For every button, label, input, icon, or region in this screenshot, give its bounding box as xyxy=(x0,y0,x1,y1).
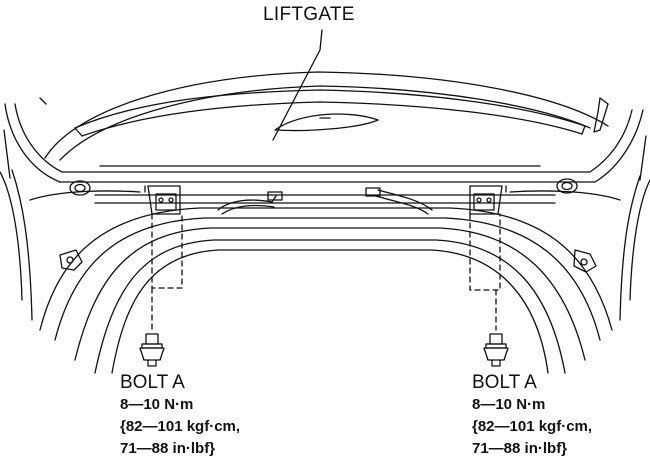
title-leader-line xyxy=(272,29,323,141)
wire-harnesses xyxy=(217,187,433,215)
bolt-name: BOLT A xyxy=(120,372,185,393)
bolt-a-right-icon xyxy=(483,333,509,367)
left-top-trim xyxy=(39,97,47,105)
bolt-projection-lines xyxy=(151,213,501,331)
side-pillars xyxy=(0,129,650,321)
left-hinge xyxy=(144,185,181,215)
bolt-a-right-callout: BOLT A 8—10 N·m {82—101 kgf·cm, 71—88 in… xyxy=(472,372,592,460)
torque-nm: 8—10 N·m xyxy=(472,396,546,413)
bolt-a-left-icon xyxy=(139,333,165,367)
corner-grommets xyxy=(69,178,578,196)
torque-inlbf: 71—88 in·lbf} xyxy=(472,440,568,457)
liftgate-glass xyxy=(44,71,609,161)
torque-inlbf: 71—88 in·lbf} xyxy=(120,440,216,457)
torque-kgfcm: {82—101 kgf·cm, xyxy=(472,418,593,435)
body-opening-frame xyxy=(4,103,644,204)
liftgate-title: LIFTGATE xyxy=(263,4,355,25)
torque-kgfcm: {82—101 kgf·cm, xyxy=(120,418,241,435)
right-hinge-bracket xyxy=(593,97,609,133)
bolt-name: BOLT A xyxy=(472,372,537,393)
torque-nm: 8—10 N·m xyxy=(120,396,194,413)
bolt-a-left-callout: BOLT A 8—10 N·m {82—101 kgf·cm, 71—88 in… xyxy=(120,372,240,460)
right-hinge xyxy=(469,185,507,215)
side-latches xyxy=(59,249,597,273)
cargo-opening xyxy=(39,207,613,374)
